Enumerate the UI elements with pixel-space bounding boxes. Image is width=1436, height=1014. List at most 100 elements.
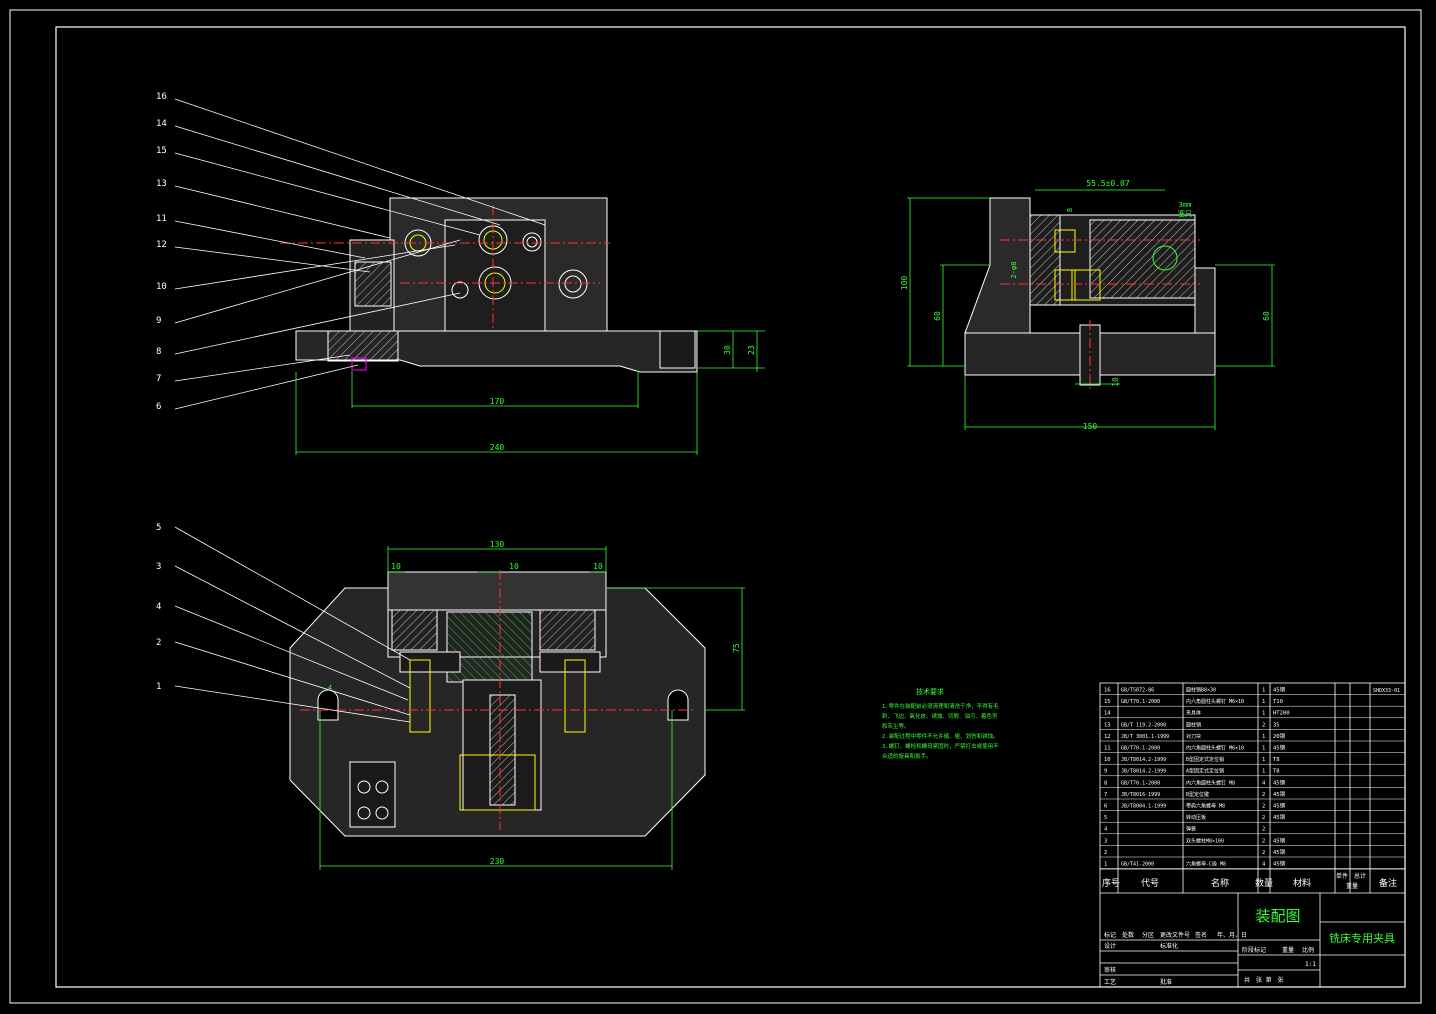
drawing-code: SHDX33-01 xyxy=(1373,688,1400,694)
plan-leaders xyxy=(174,526,411,723)
title-block-cell: 更改文件号 xyxy=(1160,931,1190,939)
front-view xyxy=(280,197,698,373)
title-block-weight: 重量 xyxy=(1282,946,1294,954)
dimension-label: 130 xyxy=(490,540,505,549)
parts-row-qty: 2 xyxy=(1262,827,1265,833)
balloon-number: 8 xyxy=(156,347,161,357)
title-block-review: 审核 xyxy=(1104,966,1116,974)
dimension-label: 55.5±0.07 xyxy=(1086,179,1130,188)
front-dims xyxy=(295,330,765,455)
parts-row-material: 45钢 xyxy=(1273,778,1286,786)
header-qty: 数量 xyxy=(1255,877,1273,889)
parts-row-code: JB/T8016-1999 xyxy=(1121,792,1160,798)
parts-row-name: 转动压板 xyxy=(1186,814,1206,821)
inner-frame xyxy=(55,26,1406,988)
parts-row-name: 圆柱销B8×30 xyxy=(1186,687,1216,694)
balloon-number: 1 xyxy=(156,682,161,692)
parts-row-qty: 1 xyxy=(1262,746,1265,752)
parts-row-material: 35 xyxy=(1273,722,1280,728)
parts-row-material: T8 xyxy=(1273,757,1280,763)
parts-row-qty: 2 xyxy=(1262,722,1265,728)
parts-row-no: 4 xyxy=(1104,827,1108,833)
balloon-number: 2 xyxy=(156,638,161,648)
title-block-process: 工艺 xyxy=(1104,978,1116,986)
balloon-number: 16 xyxy=(156,92,167,102)
balloon-number: 10 xyxy=(156,282,167,292)
parts-row-code: GB/T70.1-2000 xyxy=(1121,780,1160,786)
parts-row-code: JB/T 3001.1-1999 xyxy=(1121,734,1169,740)
tech-req-line: 合适的旋具和扳手。 xyxy=(882,752,932,760)
title-block-cell: 处数 xyxy=(1122,931,1134,939)
dimension-label: 30 xyxy=(723,345,732,355)
parts-row-material: 45钢 xyxy=(1273,836,1286,844)
parts-row-no: 9 xyxy=(1104,769,1107,775)
balloon-number: 9 xyxy=(156,316,161,326)
parts-row-code: JB/T8014.2-1999 xyxy=(1121,769,1166,775)
header-seq: 序号 xyxy=(1102,877,1120,889)
parts-row-qty: 1 xyxy=(1262,699,1265,705)
dimension-label: 75 xyxy=(732,643,741,653)
tech-req-line: 1.零件在装配前必须清理和清洗干净，不得有毛 xyxy=(882,702,999,710)
parts-row-name: 对刀块 xyxy=(1186,733,1201,740)
dimension-label: 150 xyxy=(1083,422,1098,431)
parts-row-code: GB/T41-2000 xyxy=(1121,862,1154,868)
title-block-cell: 标记 xyxy=(1104,931,1116,939)
parts-row-qty: 2 xyxy=(1262,792,1265,798)
tech-req-line: 3.螺钉、螺栓和螺母紧固时，严禁打击或使用不 xyxy=(882,742,999,750)
dimension-label: 60 xyxy=(1262,311,1271,321)
tech-req-line: 刺、飞边、氧化皮、锈蚀、切屑、油污、着色剂 xyxy=(882,712,998,720)
dimension-label: 10 xyxy=(391,562,401,571)
parts-row-no: 16 xyxy=(1104,688,1111,694)
parts-row-code: GB/T70.1-2000 xyxy=(1121,699,1160,705)
dimension-label: 4 xyxy=(328,684,332,692)
parts-row-code: GB/T5872-86 xyxy=(1121,688,1154,694)
parts-row-material: 45钢 xyxy=(1273,744,1286,752)
parts-row-no: 8 xyxy=(1104,780,1107,786)
parts-row-qty: 1 xyxy=(1262,711,1265,717)
title-block-stage: 阶段标记 xyxy=(1242,946,1266,954)
parts-row-code: JB/T8014.2-1999 xyxy=(1121,757,1166,763)
parts-row-material: HT200 xyxy=(1273,711,1290,717)
dimension-label: 塞尺 xyxy=(1178,209,1192,218)
balloon-number: 12 xyxy=(156,240,167,250)
parts-row-name: 夹具体 xyxy=(1186,710,1201,717)
header-single: 单件 xyxy=(1336,872,1348,880)
header-material: 材料 xyxy=(1293,877,1311,889)
parts-row-name: B型定位键 xyxy=(1186,791,1209,798)
parts-row-no: 6 xyxy=(1104,804,1107,810)
title-block-std: 标准化 xyxy=(1160,942,1178,950)
parts-row-code: JB/T8004.1-1999 xyxy=(1121,804,1166,810)
parts-row-name: 内六角圆柱头螺钉 M6×10 xyxy=(1186,698,1244,705)
parts-row-name: B型固定式定位销 xyxy=(1186,756,1224,763)
header-weight: 重量 xyxy=(1346,882,1358,890)
tech-req-heading: 技术要求 xyxy=(916,687,944,696)
dimension-label: 10 xyxy=(1111,377,1120,387)
parts-row-name: A型固定式定位销 xyxy=(1186,768,1224,775)
parts-row-name: 弹簧 xyxy=(1186,826,1196,833)
header-remark: 备注 xyxy=(1379,877,1397,889)
parts-row-qty: 1 xyxy=(1262,769,1265,775)
dimension-label: 60 xyxy=(933,311,942,321)
parts-row-code: GB/T70.1-2000 xyxy=(1121,746,1160,752)
outer-frame xyxy=(9,9,1422,1004)
front-leaders xyxy=(174,98,546,410)
parts-row-qty: 2 xyxy=(1262,838,1265,844)
parts-row-material: 20钢 xyxy=(1273,732,1286,740)
parts-row-material: 45钢 xyxy=(1273,686,1286,694)
parts-row-no: 3 xyxy=(1104,838,1107,844)
parts-row-no: 14 xyxy=(1104,711,1111,717)
dimension-label: 170 xyxy=(490,397,505,406)
parts-row-material: T10 xyxy=(1273,699,1283,705)
parts-row-material: 45钢 xyxy=(1273,848,1286,856)
dimension-label: 10 xyxy=(593,562,603,571)
parts-row-name: 内六角圆柱头螺钉 M6×10 xyxy=(1186,745,1244,752)
parts-row-no: 5 xyxy=(1104,815,1107,821)
balloon-number: 7 xyxy=(156,374,161,384)
side-view xyxy=(964,197,1216,390)
balloon-number: 5 xyxy=(156,523,161,533)
parts-row-name: 圆柱销 xyxy=(1186,721,1201,728)
dimension-label: 23 xyxy=(747,345,756,355)
title-block-cell: 年、月、日 xyxy=(1217,931,1247,939)
